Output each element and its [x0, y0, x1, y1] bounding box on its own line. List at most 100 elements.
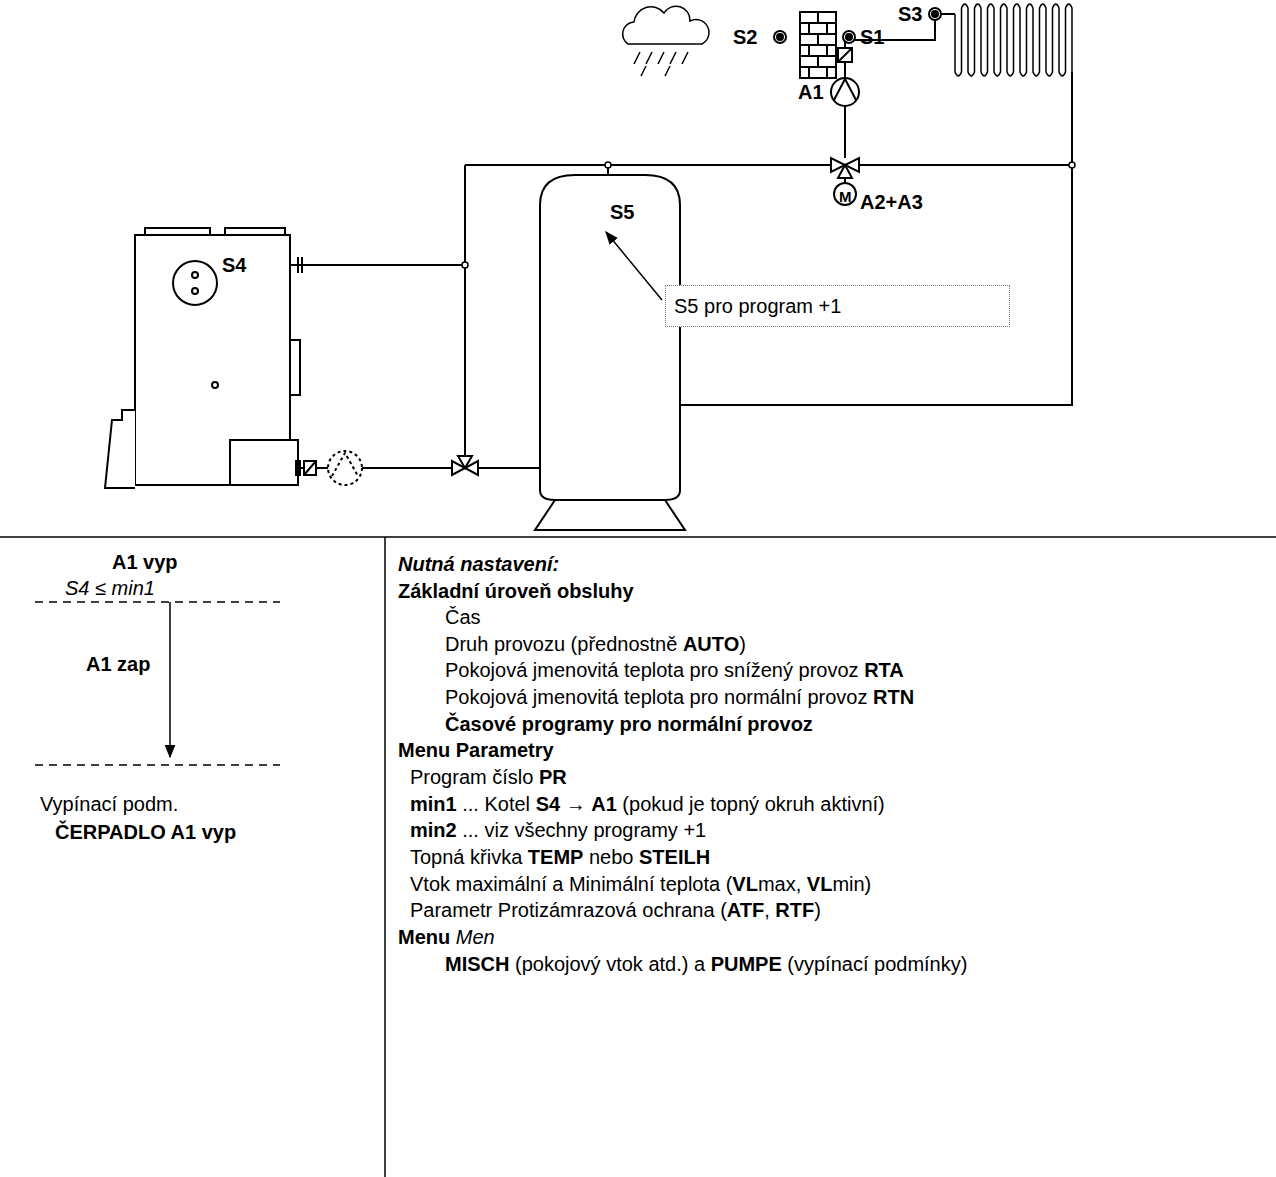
text-run: ... viz všechny programy +1: [457, 819, 707, 841]
table-text: Vypínací podm.: [40, 792, 178, 816]
sensor-symbols: [929, 8, 941, 20]
text-run: (pokojový vtok atd.) a: [509, 953, 710, 975]
text-run: S1: [860, 26, 884, 48]
boiler-circuit: [296, 257, 478, 485]
brick-wall: [826, 23, 828, 34]
storage-tank: [535, 500, 685, 530]
text-run: nebo: [583, 846, 639, 868]
text-run: Menu: [398, 926, 456, 948]
text-run: VL: [732, 873, 758, 895]
table-lines: [169, 602, 171, 757]
brick-wall: [817, 34, 819, 45]
boiler-circuit: [304, 461, 316, 475]
table-text: Pokojová jmenovitá teplota pro snížený p…: [445, 658, 904, 682]
text-run: ČERPADLO A1 vyp: [55, 821, 236, 843]
pump-a1: [838, 48, 852, 62]
text-run: ... Kotel: [457, 793, 536, 815]
state-label: A1 zap: [86, 652, 150, 676]
pump-a1: [831, 48, 859, 106]
boiler: [145, 228, 210, 235]
text-run: Nutná nastavení:: [398, 553, 559, 575]
callout-box: S5 pro program +1: [665, 285, 1010, 327]
sensor-symbols: [774, 31, 786, 43]
text-run: min1: [410, 793, 457, 815]
text-run: min2: [410, 819, 457, 841]
text-run: A1 zap: [86, 653, 150, 675]
text-run: Druh provozu (přednostně: [445, 633, 683, 655]
text-run: S4 ≤ min1: [65, 577, 155, 599]
sensor-symbols: [774, 31, 786, 43]
text-run: Program číslo: [410, 766, 539, 788]
text-run: Vypínací podm.: [40, 793, 178, 815]
text-run: RTA: [864, 659, 904, 681]
pump-a1: [834, 79, 856, 100]
pipes: [290, 467, 540, 469]
text-run: Topná křivka: [410, 846, 528, 868]
text-run: AUTO: [683, 633, 739, 655]
boiler: [290, 340, 300, 395]
text-run: STEILH: [639, 846, 710, 868]
mixing-valve: [831, 158, 859, 205]
pump-label: A1: [798, 80, 824, 104]
text-run: PR: [539, 766, 567, 788]
text-run: TEMP: [528, 846, 584, 868]
sensor-symbols: [843, 31, 855, 43]
text-run: M: [839, 188, 852, 205]
pipes: [290, 264, 465, 266]
storage-tank: [540, 175, 680, 500]
brick-wall: [800, 12, 836, 78]
junction-dots: [605, 162, 611, 168]
table-text: min1 ... Kotel S4 → A1 (pokud je topný o…: [410, 792, 885, 816]
text-run: (pokud je topný okruh aktivní): [617, 793, 885, 815]
condition-label: S4 ≤ min1: [65, 576, 155, 600]
boiler-circuit: [328, 451, 362, 485]
pump-a1: [831, 78, 859, 106]
radiator-coil: [955, 4, 1072, 76]
text-run: ,: [764, 899, 775, 921]
text-run: RTN: [873, 686, 914, 708]
table-heading: Menu Men: [398, 925, 495, 949]
brick-wall: [817, 56, 819, 67]
text-run: PUMPE: [711, 953, 782, 975]
sensor-label: S4: [222, 253, 246, 277]
boiler-circuit: [332, 453, 358, 476]
cloud: [623, 6, 709, 44]
callout-leader: [606, 232, 662, 300]
text-run: A1 vyp: [112, 551, 178, 573]
cloud: [634, 52, 688, 76]
brick-wall: [808, 45, 810, 56]
text-run: ): [814, 899, 821, 921]
sensor-symbols: [777, 34, 783, 40]
table-text: Časové programy pro normální provoz: [445, 712, 813, 736]
boiler-circuit: [304, 461, 316, 475]
boiler-circuit: [298, 257, 302, 273]
text-run: max,: [758, 873, 807, 895]
table-lines: [0, 536, 1276, 538]
text-run: A2+A3: [860, 191, 923, 213]
text-run: Čas: [445, 606, 481, 628]
text-run: Základní úroveň obsluhy: [398, 580, 634, 602]
boiler: [230, 440, 298, 485]
brick-wall: [808, 23, 810, 34]
table-text: Čas: [445, 605, 481, 629]
boiler: [192, 288, 198, 294]
text-run: min): [832, 873, 871, 895]
cloud: [623, 6, 709, 76]
text-run: VL: [807, 873, 833, 895]
text-run: S3: [898, 3, 922, 25]
text-run: Pokojová jmenovitá teplota pro normální …: [445, 686, 873, 708]
text-run: ATF: [727, 899, 764, 921]
text-run: RTF: [775, 899, 814, 921]
brick-wall: [826, 45, 828, 56]
boiler: [105, 410, 135, 488]
boiler: [212, 382, 218, 388]
table-text: ČERPADLO A1 vyp: [55, 820, 236, 844]
text-run: Vtok maximální a Minimální teplota (: [410, 873, 732, 895]
callout-text: S5 pro program +1: [674, 294, 1001, 318]
sensor-label: S5: [610, 200, 634, 224]
pump-a1: [838, 48, 852, 62]
valve-label: A2+A3: [860, 190, 923, 214]
junction-dots: [1069, 162, 1075, 168]
table-lines: [35, 602, 280, 765]
